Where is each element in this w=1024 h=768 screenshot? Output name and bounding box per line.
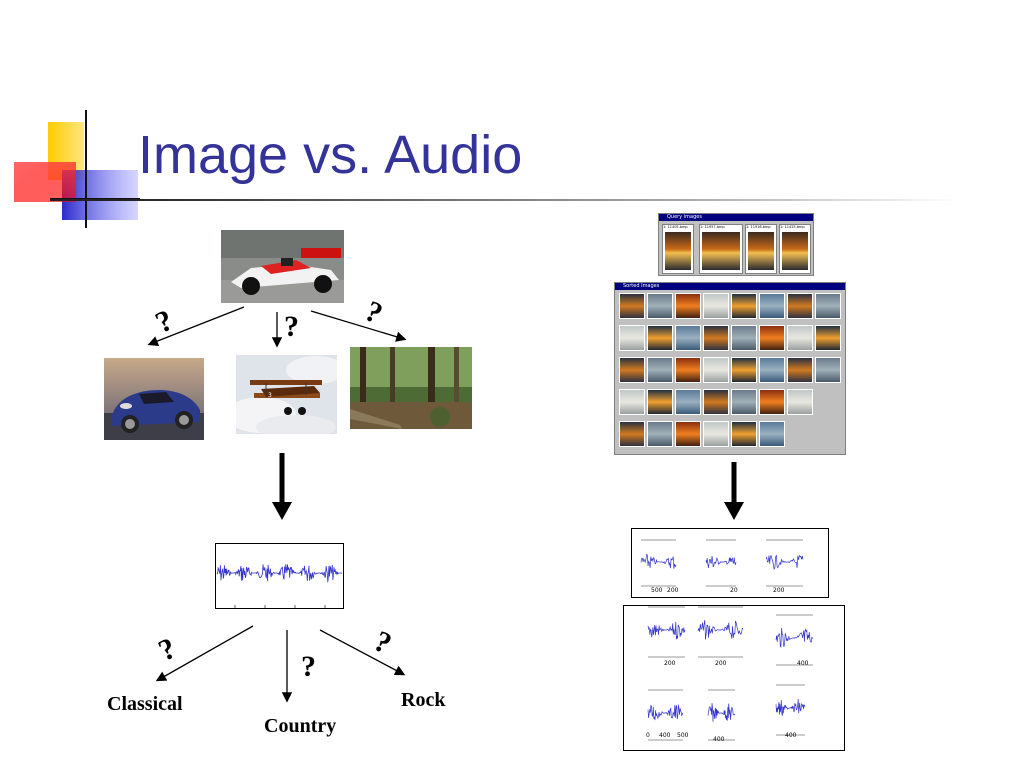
sorted-thumbnail[interactable] xyxy=(703,293,729,319)
large-plot-1-tick: 200 xyxy=(664,660,676,667)
sorted-thumbnail[interactable] xyxy=(787,389,813,415)
sorted-thumbnail[interactable] xyxy=(675,389,701,415)
large-plot-2-tick: 200 xyxy=(715,660,727,667)
query-thumbnail-label: 1: 11425.bmp xyxy=(780,225,805,229)
large-plot-4-tick-a: 0 xyxy=(646,732,650,739)
question-mark-left: ? xyxy=(150,303,179,340)
sorted-thumbnail[interactable] xyxy=(731,325,757,351)
sorted-thumbnail[interactable] xyxy=(703,389,729,415)
genre-classical: Classical xyxy=(107,693,183,715)
audio-question-mark-left: ? xyxy=(153,631,182,668)
sorted-thumbnail[interactable] xyxy=(675,325,701,351)
audio-question-mark-center: ? xyxy=(301,650,316,683)
audio-waveform xyxy=(775,698,806,716)
sorted-thumbnail[interactable] xyxy=(815,325,841,351)
sorted-thumbnail[interactable] xyxy=(647,421,673,447)
sorted-thumbnail[interactable] xyxy=(731,357,757,383)
audio-waveform xyxy=(647,621,686,640)
question-mark-right: ? xyxy=(359,294,388,331)
audio-waveform xyxy=(765,554,804,571)
sorted-thumbnail[interactable] xyxy=(731,389,757,415)
sorted-thumbnail[interactable] xyxy=(731,421,757,447)
sorted-thumbnail[interactable] xyxy=(731,293,757,319)
sorted-thumbnail[interactable] xyxy=(619,325,645,351)
sorted-thumbnail[interactable] xyxy=(815,357,841,383)
large-plot-6-tick: 400 xyxy=(785,732,797,739)
sorted-thumbnail[interactable] xyxy=(759,293,785,319)
query-thumbnail[interactable]: 1: 11916.bmp xyxy=(745,224,777,274)
sunset-thumbnail-image xyxy=(665,232,691,270)
sorted-thumbnail[interactable] xyxy=(759,325,785,351)
query-thumbnail[interactable]: 1: 11425.bmp xyxy=(779,224,811,274)
audio-waveform xyxy=(775,627,814,648)
sorted-thumbnail[interactable] xyxy=(619,421,645,447)
sunset-thumbnail-image xyxy=(782,232,808,270)
query-images-window: Query images 1: 11405.bmp 1: 11957.bmp 1: … xyxy=(658,213,814,276)
corner-decoration xyxy=(14,110,140,228)
sorted-thumbnail[interactable] xyxy=(675,357,701,383)
arrow-to-forest xyxy=(310,310,407,342)
sorted-thumbnail[interactable] xyxy=(759,421,785,447)
sorted-window-title: Sorted Images xyxy=(615,283,845,290)
sorted-thumbnail[interactable] xyxy=(815,293,841,319)
sorted-thumbnail[interactable] xyxy=(647,389,673,415)
query-thumbnail-label: 1: 11405.bmp xyxy=(663,225,688,229)
sorted-thumbnail[interactable] xyxy=(787,293,813,319)
large-plot-4-tick-b: 400 xyxy=(659,732,671,739)
waveform-panel xyxy=(215,543,344,609)
sorted-thumbnail[interactable] xyxy=(619,389,645,415)
large-plots-panel xyxy=(623,605,845,751)
title-underline xyxy=(50,199,960,201)
sorted-thumbnail[interactable] xyxy=(759,389,785,415)
question-mark-center: ? xyxy=(284,310,299,343)
sorted-thumbnail[interactable] xyxy=(647,293,673,319)
sorted-thumbnail[interactable] xyxy=(675,421,701,447)
sorted-thumbnail[interactable] xyxy=(619,293,645,319)
small-plots-panel xyxy=(631,528,829,598)
svg-text:3: 3 xyxy=(268,392,272,399)
large-plot-4-tick-c: 500 xyxy=(677,732,689,739)
query-thumbnail[interactable]: 1: 11405.bmp xyxy=(662,224,694,274)
sorted-thumbnail[interactable] xyxy=(759,357,785,383)
large-plot-3-tick: 400 xyxy=(797,660,809,667)
sorted-thumbnail[interactable] xyxy=(703,357,729,383)
red-square xyxy=(14,162,76,202)
sorted-images-window: Sorted Images xyxy=(614,282,846,455)
forest-photo xyxy=(350,347,472,429)
audio-waveform xyxy=(640,553,677,569)
biplane-photo: 3 xyxy=(236,355,337,434)
audio-waveform xyxy=(707,703,736,722)
query-thumbnail[interactable]: 1: 11957.bmp xyxy=(699,224,743,274)
sports-car-photo xyxy=(104,358,204,440)
sunset-thumbnail-image xyxy=(748,232,774,270)
sorted-thumbnail[interactable] xyxy=(647,357,673,383)
query-thumbnail-label: 1: 11916.bmp xyxy=(746,225,771,229)
small-plot-1-tick-b: 200 xyxy=(667,587,679,594)
small-plot-2-tick: 20 xyxy=(730,587,738,594)
sorted-thumbnail[interactable] xyxy=(787,325,813,351)
sorted-thumbnail[interactable] xyxy=(703,421,729,447)
large-plot-5-tick: 400 xyxy=(713,736,725,743)
audio-waveform xyxy=(647,704,684,721)
slide-title: Image vs. Audio xyxy=(138,125,523,185)
audio-waveform xyxy=(705,555,737,569)
audio-question-mark-right: ? xyxy=(368,624,397,661)
sorted-thumbnail[interactable] xyxy=(787,357,813,383)
small-plot-1-tick-a: 500 xyxy=(651,587,663,594)
sorted-thumbnail[interactable] xyxy=(675,293,701,319)
sorted-thumbnail[interactable] xyxy=(647,325,673,351)
genre-country: Country xyxy=(264,715,337,737)
race-car-photo xyxy=(221,230,344,303)
sorted-thumbnail[interactable] xyxy=(703,325,729,351)
sorted-thumbnail[interactable] xyxy=(619,357,645,383)
genre-rock: Rock xyxy=(401,689,446,711)
sunset-thumbnail-image xyxy=(702,232,740,270)
query-window-title: Query images xyxy=(659,214,813,221)
query-thumbnail-label: 1: 11957.bmp xyxy=(700,225,725,229)
small-plot-3-tick: 200 xyxy=(773,587,785,594)
audio-waveform xyxy=(697,620,744,640)
